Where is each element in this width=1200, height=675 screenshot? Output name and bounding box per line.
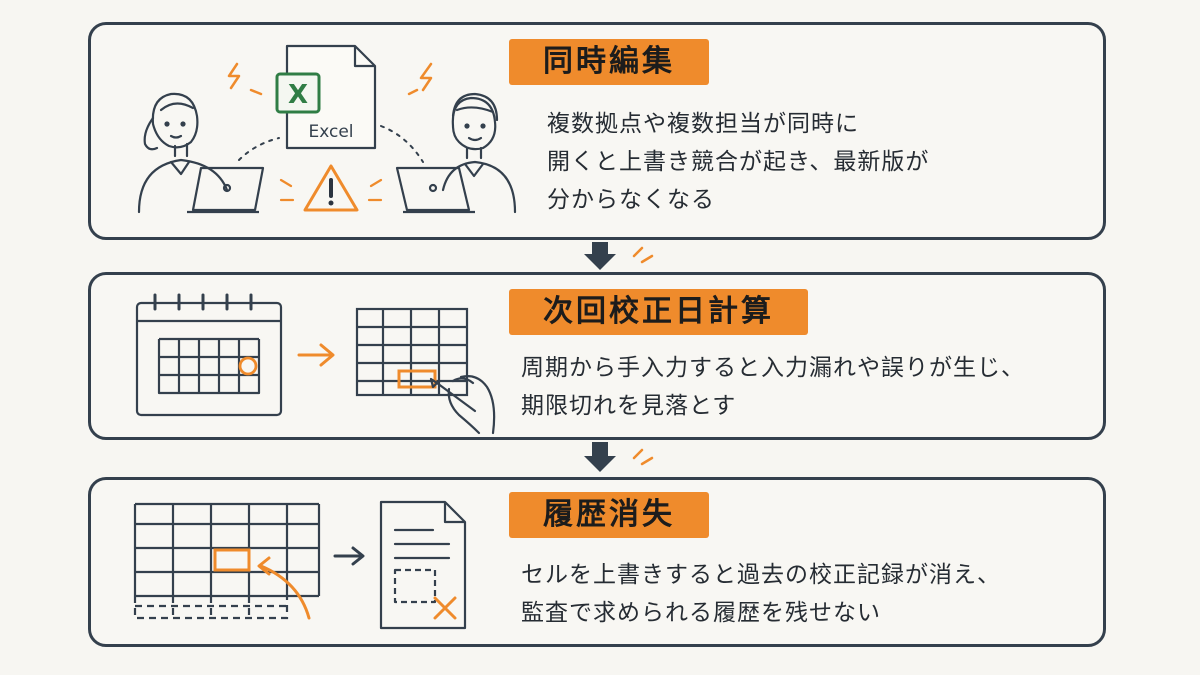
warning-icon: [279, 164, 383, 212]
panel-title: 次回校正日計算: [509, 289, 808, 335]
panel-title: 同時編集: [509, 39, 709, 85]
description-line: 周期から手入力すると入力漏れや誤りが生じ、: [521, 355, 1025, 381]
laptop-icon: [187, 166, 265, 214]
arrow-down-icon: [584, 242, 654, 270]
calendar-icon: [135, 293, 283, 417]
description-line: セルを上書きすると過去の校正記録が消え、: [521, 562, 1001, 588]
excel-letter: X: [288, 80, 308, 110]
panel-description: 複数拠点や複数担当が同時に 開くと上書き競合が起き、最新版が 分からなくなる: [547, 105, 929, 219]
excel-file-icon: X Excel: [275, 44, 377, 150]
arrow-down-icon: [584, 442, 654, 472]
history-loss-illustration: [133, 500, 467, 630]
overwrite-arrow: [257, 556, 311, 620]
excel-file-label: Excel: [308, 122, 353, 142]
spreadsheet-icon: [133, 502, 321, 620]
document-icon: [379, 500, 467, 630]
description-line: 期限切れを見落とす: [521, 393, 737, 419]
description-line: 複数拠点や複数担当が同時に: [547, 111, 859, 137]
arrow-right-icon: [297, 343, 335, 367]
calibration-calculation-illustration: [135, 293, 496, 435]
pen-hand-icon: [429, 375, 496, 435]
description-line: 監査で求められる履歴を残せない: [521, 600, 881, 626]
simultaneous-editing-illustration: X Excel: [137, 44, 517, 214]
panel-simultaneous-editing: X Excel: [88, 22, 1106, 240]
panel-next-calibration-date: 次回校正日計算 周期から手入力すると入力漏れや誤りが生じ、 期限切れを見落とす: [88, 272, 1106, 440]
arrow-right-icon: [333, 546, 365, 566]
description-line: 分からなくなる: [547, 187, 715, 213]
panel-description: 周期から手入力すると入力漏れや誤りが生じ、 期限切れを見落とす: [521, 349, 1025, 425]
person-icon: [441, 92, 517, 214]
laptop-icon: [395, 166, 475, 214]
person-icon: [137, 92, 229, 214]
lightning-icon: [227, 62, 433, 96]
panel-title: 履歴消失: [509, 492, 709, 538]
panel-description: セルを上書きすると過去の校正記録が消え、 監査で求められる履歴を残せない: [521, 556, 1001, 632]
description-line: 開くと上書き競合が起き、最新版が: [547, 149, 930, 175]
panel-history-loss: 履歴消失 セルを上書きすると過去の校正記録が消え、 監査で求められる履歴を残せな…: [88, 477, 1106, 647]
dotted-link: [238, 137, 280, 161]
spreadsheet-icon: [355, 307, 469, 397]
dotted-link: [380, 125, 424, 163]
